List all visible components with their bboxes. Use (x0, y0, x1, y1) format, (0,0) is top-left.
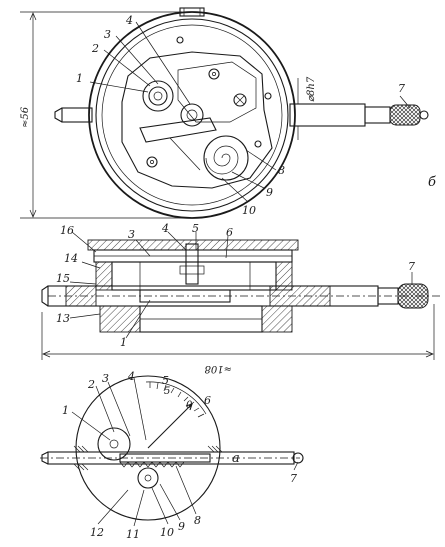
label-a-7: 7 (290, 472, 297, 485)
scale-tick-0: 0 (186, 400, 193, 411)
label-s-3: 3 (128, 228, 135, 241)
label-a-1: 1 (62, 404, 69, 417)
dim-stem: ⌀8h7 (306, 76, 317, 102)
case-ring (101, 24, 283, 206)
label-s-5: 5 (192, 222, 199, 235)
label-b-4: 4 (125, 14, 133, 27)
left-stem (61, 107, 93, 123)
right-tip-knurl (389, 104, 421, 126)
base-hatched-left (99, 305, 141, 333)
right-stem (289, 103, 366, 127)
label-s-13: 13 (56, 312, 70, 325)
scale-tick-5: 5 (164, 386, 170, 397)
label-a-6: 6 (204, 394, 211, 407)
label-b-1: 1 (76, 72, 83, 85)
label-s-14: 14 (64, 252, 78, 265)
label-s-6: 6 (226, 226, 233, 239)
label-b-10: 10 (242, 204, 256, 217)
cap-hatched (87, 239, 299, 251)
scale-arc (145, 381, 207, 415)
label-a-2: 2 (87, 378, 95, 391)
inner-bezel (95, 18, 289, 212)
view-b: ≈56 ⌀8h7 1 2 3 4 7 8 9 10 б (20, 7, 436, 219)
label-b-9: 9 (266, 186, 273, 199)
label-a-9: 9 (178, 520, 185, 533)
view-a: 5 0 1 2 3 4 (40, 370, 304, 541)
scale-ticks (149, 382, 205, 418)
base-hatched-right (261, 305, 293, 333)
label-a-5: 5 (162, 374, 169, 387)
section-tip-knurl (397, 283, 429, 309)
view-section: ≈108 16 14 15 13 1 3 4 5 6 7 (41, 222, 440, 374)
label-b-2: 2 (91, 42, 99, 55)
outer-bezel (88, 11, 296, 219)
dim-length: ≈108 (205, 363, 232, 374)
label-a-8: 8 (194, 514, 201, 527)
section-letter-a: а (232, 451, 240, 466)
label-s-1: 1 (120, 336, 127, 349)
label-a-4: 4 (127, 370, 135, 383)
label-a-3: 3 (102, 372, 109, 385)
label-a-10: 10 (160, 526, 174, 539)
label-s-16: 16 (60, 224, 74, 237)
dim-height: ≈56 (20, 106, 31, 128)
label-b-3: 3 (104, 28, 111, 41)
pointer (147, 403, 193, 449)
label-a-12: 12 (90, 526, 104, 539)
label-b-8: 8 (278, 164, 285, 177)
label-s-7: 7 (408, 260, 415, 273)
label-s-15: 15 (56, 272, 70, 285)
section-letter-b: б (428, 175, 436, 190)
label-a-11: 11 (126, 528, 140, 541)
label-b-7: 7 (398, 82, 405, 95)
mechanism-plate (121, 51, 273, 189)
label-s-4: 4 (161, 222, 169, 235)
